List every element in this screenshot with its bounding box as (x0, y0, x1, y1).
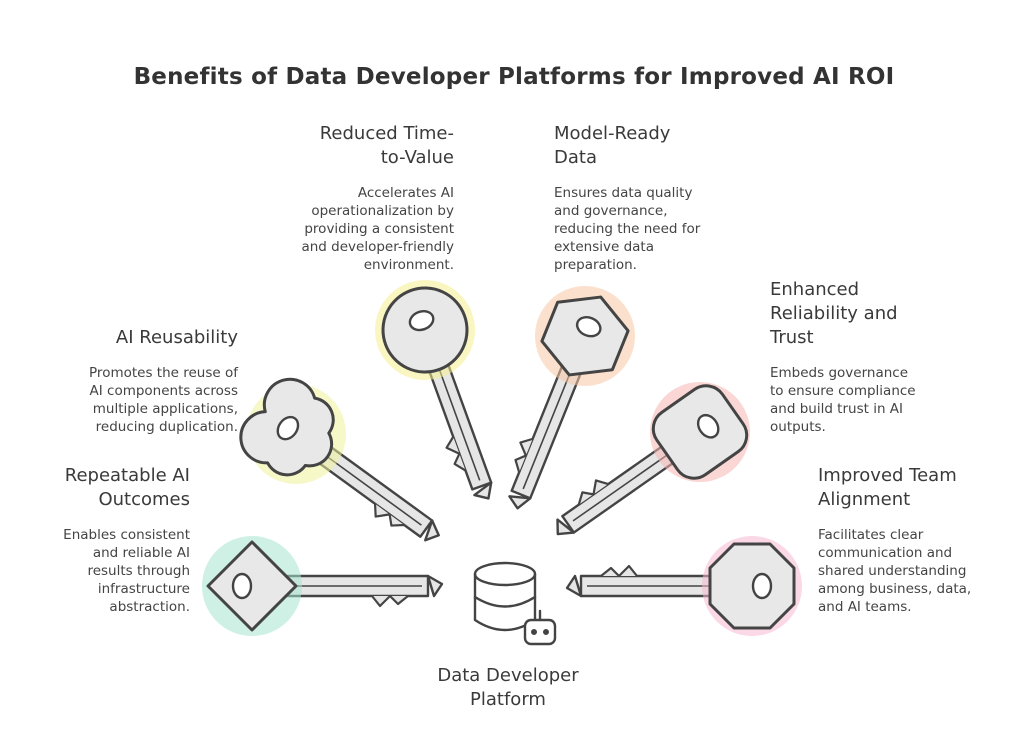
desc-line: outputs. (770, 419, 826, 435)
heading-line: Data (554, 147, 597, 168)
benefit-heading: Repeatable AI Outcomes (30, 464, 190, 512)
benefit-description: Embeds governance to ensure compliance a… (770, 364, 970, 436)
desc-line: preparation. (554, 257, 637, 273)
benefit-description: Ensures data quality and governance, red… (554, 184, 744, 274)
desc-line: Ensures data quality (554, 185, 693, 201)
heading-line: Trust (770, 327, 814, 348)
desc-line: providing a consistent (304, 221, 454, 237)
center-label-line: Data Developer (437, 665, 579, 686)
desc-line: among business, data, (818, 581, 972, 597)
desc-line: and reliable AI (92, 545, 190, 561)
desc-line: Accelerates AI (357, 185, 454, 201)
benefit-time-to-value: Reduced Time- to-Value Accelerates AI op… (264, 122, 454, 274)
heading-line: Reduced Time- (319, 123, 454, 144)
desc-line: environment. (363, 257, 454, 273)
key-icon-time (375, 280, 493, 500)
heading-line: Repeatable AI (64, 465, 190, 486)
heading-line: to-Value (380, 147, 454, 168)
desc-line: Facilitates clear (818, 527, 924, 543)
database-robot-icon (473, 561, 557, 646)
desc-line: AI components across (89, 383, 238, 399)
desc-line: and AI teams. (818, 599, 912, 615)
desc-line: reducing the need for (554, 221, 701, 237)
desc-line: infrastructure (97, 581, 190, 597)
desc-line: Enables consistent (63, 527, 190, 543)
center-platform-label: Data Developer Platform (408, 664, 608, 712)
desc-line: Promotes the reuse of (89, 365, 238, 381)
benefit-heading: Enhanced Reliability and Trust (770, 278, 970, 350)
desc-line: and build trust in AI (770, 401, 904, 417)
page-title: Benefits of Data Developer Platforms for… (133, 64, 895, 90)
desc-line: to ensure compliance (770, 383, 916, 399)
key-icon-alignment (565, 536, 802, 636)
heading-line: Outcomes (98, 489, 190, 510)
heading-line: Alignment (818, 489, 911, 510)
benefit-heading: Reduced Time- to-Value (264, 122, 454, 170)
benefit-heading: AI Reusability (48, 326, 238, 350)
heading-line: Model-Ready (554, 123, 671, 144)
key-icon-reliability (556, 382, 750, 536)
desc-line: reducing duplication. (95, 419, 238, 435)
heading-line: Reliability and (770, 303, 898, 324)
benefit-model-ready: Model-Ready Data Ensures data quality an… (554, 122, 744, 274)
key-icon-repeatable (202, 536, 444, 636)
heading-line: Enhanced (770, 279, 860, 300)
benefit-reusability: AI Reusability Promotes the reuse of AI … (48, 326, 238, 436)
benefit-alignment: Improved Team Alignment Facilitates clea… (818, 464, 1018, 616)
desc-line: communication and (818, 545, 953, 561)
benefit-description: Accelerates AI operationalization by pro… (264, 184, 454, 274)
benefit-heading: Model-Ready Data (554, 122, 744, 170)
desc-line: abstraction. (109, 599, 190, 615)
heading-line: AI Reusability (115, 327, 238, 348)
desc-line: multiple applications, (92, 401, 238, 417)
center-label-line: Platform (470, 689, 546, 710)
benefit-heading: Improved Team Alignment (818, 464, 1018, 512)
key-icon-reusability (239, 377, 440, 542)
desc-line: operationalization by (311, 203, 454, 219)
desc-line: extensive data (554, 239, 654, 255)
benefit-repeatable: Repeatable AI Outcomes Enables consisten… (30, 464, 190, 616)
desc-line: and developer-friendly (301, 239, 454, 255)
benefit-reliability: Enhanced Reliability and Trust Embeds go… (770, 278, 970, 436)
key-icon-model (508, 286, 635, 510)
desc-line: Embeds governance (770, 365, 908, 381)
desc-line: results through (87, 563, 190, 579)
desc-line: and governance, (554, 203, 668, 219)
heading-line: Improved Team (818, 465, 957, 486)
benefit-description: Facilitates clear communication and shar… (818, 526, 1018, 616)
benefit-description: Enables consistent and reliable AI resul… (30, 526, 190, 616)
benefit-description: Promotes the reuse of AI components acro… (48, 364, 238, 436)
desc-line: shared understanding (818, 563, 967, 579)
